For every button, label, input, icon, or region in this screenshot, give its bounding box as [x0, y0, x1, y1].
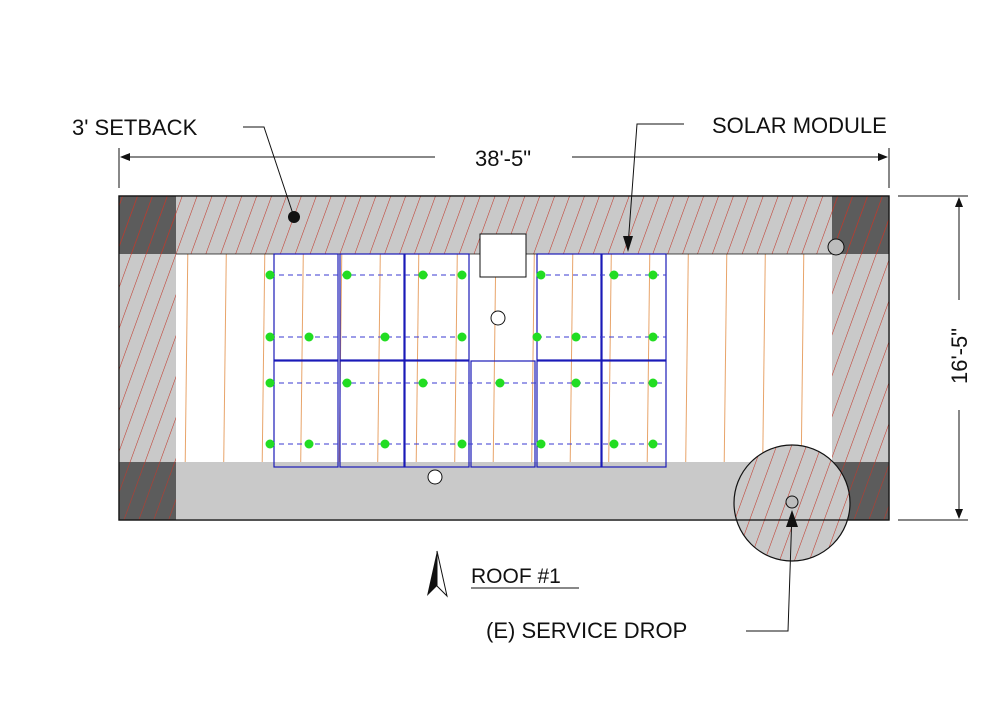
attachment-point: [648, 270, 658, 280]
attachment-point: [265, 270, 275, 280]
racking-rails: [270, 274, 666, 445]
attachment-point: [265, 378, 275, 388]
attachment-points: [265, 270, 658, 449]
roof-vent-icon: [490, 310, 506, 326]
roof-vent-icon: [827, 238, 845, 256]
attachment-point: [609, 439, 619, 449]
attachment-point: [380, 439, 390, 449]
width-dimension: 38'-5": [118, 146, 890, 188]
solar-module: [601, 360, 667, 468]
attachment-point: [648, 439, 658, 449]
north-arrow-icon: [427, 550, 448, 598]
attachment-point: [457, 332, 467, 342]
solar-module: [273, 360, 339, 468]
solar-module: [339, 253, 405, 361]
setback-label: 3' SETBACK: [72, 115, 198, 140]
service-drop-callout: (E) SERVICE DROP: [486, 510, 798, 643]
attachment-point: [265, 332, 275, 342]
attachment-point: [418, 270, 428, 280]
roof-vent-box: [479, 233, 527, 278]
attachment-point: [532, 332, 542, 342]
solar-module-callout: SOLAR MODULE: [623, 113, 887, 252]
service-drop-label: (E) SERVICE DROP: [486, 618, 687, 643]
solar-module: [536, 253, 602, 361]
solar-module: [339, 360, 405, 468]
attachment-point: [457, 270, 467, 280]
roof-vent-icon: [427, 469, 443, 485]
height-dimension: 16'-5": [898, 195, 972, 521]
solar-module-label: SOLAR MODULE: [712, 113, 887, 138]
width-dimension-label: 38'-5": [475, 146, 531, 171]
service-drop-icon: [785, 495, 799, 509]
attachment-point: [536, 439, 546, 449]
attachment-point: [495, 378, 505, 388]
attachment-point: [536, 270, 546, 280]
attachment-point: [342, 378, 352, 388]
attachment-point: [304, 439, 314, 449]
attachment-point: [304, 332, 314, 342]
attachment-point: [380, 332, 390, 342]
attachment-point: [265, 439, 275, 449]
attachment-point: [457, 439, 467, 449]
attachment-point: [648, 332, 658, 342]
hatch-left: [119, 196, 176, 520]
attachment-point: [648, 378, 658, 388]
setback-zones: [119, 196, 889, 520]
height-dimension-label: 16'-5": [947, 328, 972, 384]
solar-module: [404, 360, 470, 468]
attachment-point: [571, 378, 581, 388]
solar-module: [601, 253, 667, 361]
attachment-point: [571, 332, 581, 342]
attachment-point: [418, 378, 428, 388]
roof-title: ROOF #1: [471, 565, 561, 588]
attachment-point: [342, 270, 352, 280]
attachment-point: [609, 270, 619, 280]
solar-module: [536, 360, 602, 468]
solar-module: [470, 360, 536, 468]
solar-module: [404, 253, 470, 361]
setback-callout: 3' SETBACK: [72, 115, 300, 223]
solar-module: [273, 253, 339, 361]
solar-array: [273, 253, 667, 468]
